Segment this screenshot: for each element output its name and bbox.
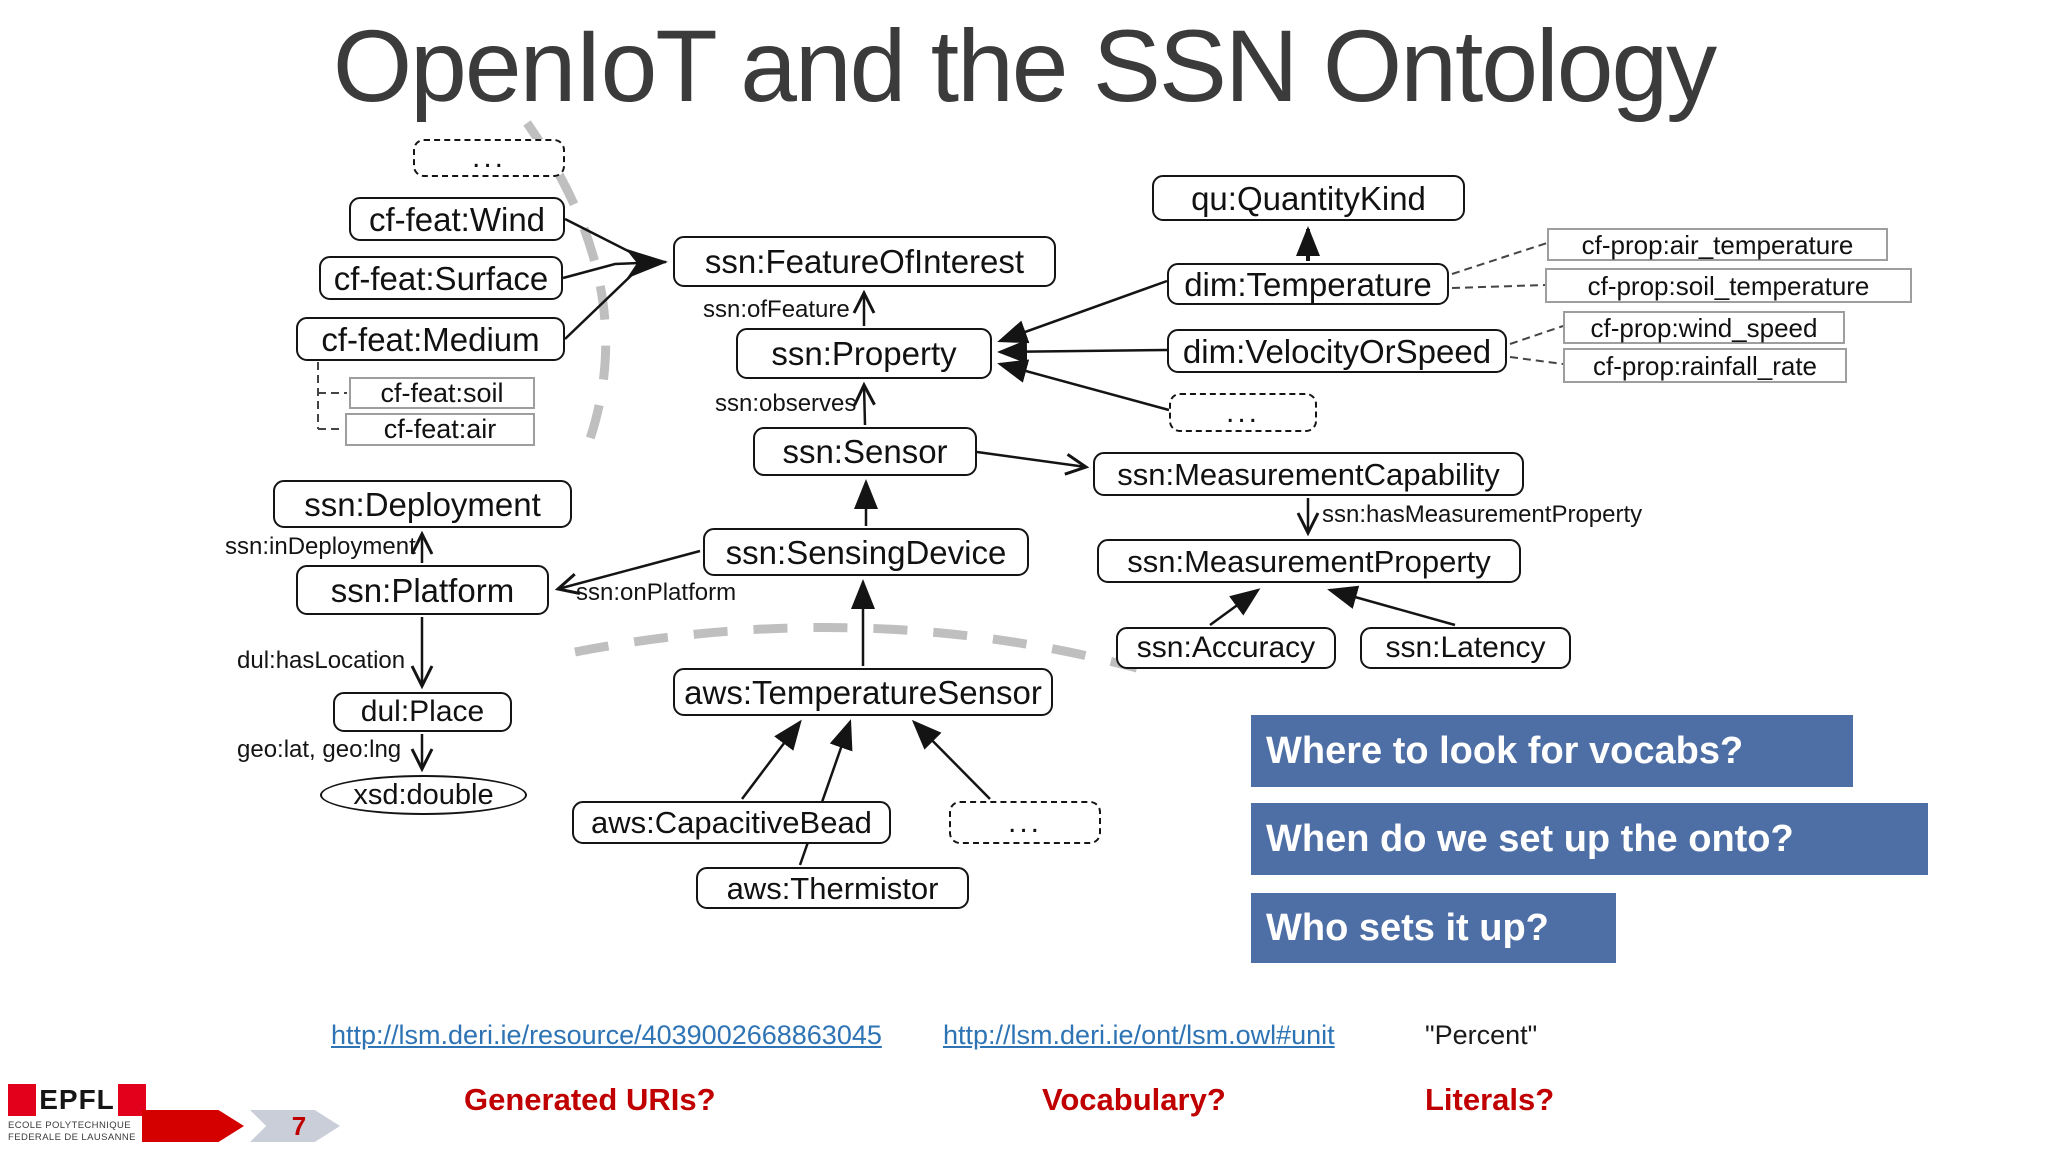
edge-temperature-soiltemp-dashed	[1451, 284, 1546, 289]
edge-label-haslocation: dul:hasLocation	[237, 647, 406, 674]
epfl-logo-line2: FEDERALE DE LAUSANNE	[8, 1131, 136, 1143]
node-ssn-sensor: ssn:Sensor	[753, 427, 977, 476]
gray-arc-left	[523, 120, 611, 460]
edge-velocity-rainfall-dashed	[1509, 356, 1564, 365]
epfl-logo-line1: ECOLE POLYTECHNIQUE	[8, 1120, 132, 1131]
node-qu-quantitykind: qu:QuantityKind	[1152, 175, 1465, 221]
node-dots-sensors: ...	[949, 801, 1101, 844]
edge-velocity-to-property	[997, 339, 1168, 364]
edge-label-hasmeasurementproperty: ssn:hasMeasurementProperty	[1322, 501, 1643, 528]
link-generated-uri[interactable]: http://lsm.deri.ie/resource/403900266886…	[331, 1020, 882, 1050]
gray-arc-bottom	[574, 623, 1139, 673]
epfl-logo-text: EPFL	[39, 1084, 115, 1115]
edge-velocity-windspeed-dashed	[1509, 325, 1564, 345]
epfl-logo-red-right	[117, 1084, 146, 1116]
edge-temperature-airtemp-dashed	[1451, 242, 1548, 275]
node-cf-prop-wind-speed: cf-prop:wind_speed	[1563, 311, 1845, 344]
edge-latency-to-measurementproperty	[1327, 585, 1456, 627]
node-ssn-property: ssn:Property	[736, 328, 992, 379]
edge-label-indeployment: ssn:inDeployment	[225, 533, 416, 560]
node-cf-prop-air-temperature: cf-prop:air_temperature	[1547, 228, 1888, 261]
node-dots-property: ...	[1169, 393, 1317, 432]
node-aws-temperaturesensor: aws:TemperatureSensor	[673, 668, 1053, 716]
node-ssn-sensingdevice: ssn:SensingDevice	[703, 528, 1029, 576]
edge-medium-to-foi	[564, 266, 641, 340]
node-ssn-accuracy: ssn:Accuracy	[1116, 627, 1336, 669]
node-ssn-featureofinterest: ssn:FeatureOfInterest	[673, 236, 1056, 287]
node-xsd-double: xsd:double	[320, 775, 527, 815]
epfl-logo-red-left	[8, 1084, 37, 1116]
epfl-logo-top: EPFL	[8, 1082, 146, 1118]
slide-title: OpenIoT and the SSN Ontology	[332, 9, 1717, 123]
node-cf-prop-rainfall-rate: cf-prop:rainfall_rate	[1563, 348, 1847, 383]
node-cf-feat-air: cf-feat:air	[345, 413, 535, 446]
edge-label-observes: ssn:observes	[715, 390, 857, 417]
node-cf-feat-surface: cf-feat:Surface	[319, 256, 563, 300]
node-cf-prop-soil-temperature: cf-prop:soil_temperature	[1545, 268, 1912, 303]
node-ssn-measurementproperty: ssn:MeasurementProperty	[1097, 539, 1521, 583]
node-dots-top: ...	[413, 139, 565, 177]
edge-label-geolatlng: geo:lat, geo:lng	[237, 736, 402, 763]
node-ssn-latency: ssn:Latency	[1360, 627, 1571, 669]
node-ssn-deployment: ssn:Deployment	[273, 480, 572, 528]
edge-capacitivebead-to-tempsensor	[741, 719, 802, 800]
edge-surface-to-foi	[562, 248, 668, 280]
epfl-logo-subtitle: ECOLE POLYTECHNIQUE FEDERALE DE LAUSANNE	[8, 1120, 146, 1144]
node-dim-temperature: dim:Temperature	[1167, 263, 1449, 305]
edge-accuracy-to-measurementproperty	[1209, 588, 1261, 627]
label-literals: Literals?	[1425, 1082, 1555, 1117]
node-aws-thermistor: aws:Thermistor	[696, 867, 969, 909]
edge-sensor-to-measurementcapability	[976, 450, 1086, 467]
edge-label-offeature: ssn:ofFeature	[703, 296, 850, 323]
label-generated-uris: Generated URIs?	[464, 1082, 716, 1117]
question-who-setup: Who sets it up?	[1251, 893, 1616, 963]
node-cf-feat-soil: cf-feat:soil	[349, 377, 535, 409]
node-dim-velocityorspeed: dim:VelocityOrSpeed	[1167, 329, 1507, 373]
edge-wind-to-foi	[564, 217, 641, 259]
node-cf-feat-medium: cf-feat:Medium	[296, 317, 565, 361]
edge-sensor-observes	[864, 385, 865, 426]
edge-dots-to-tempsensor	[911, 719, 991, 800]
page-number: 7	[291, 1110, 307, 1141]
edge-dots-to-property	[997, 359, 1170, 412]
edge-medium-soil-air-dashed	[317, 362, 347, 430]
node-aws-capacitivebead: aws:CapacitiveBead	[572, 801, 891, 844]
footer-red-arrow	[142, 1110, 244, 1142]
question-where-vocabs: Where to look for vocabs?	[1251, 715, 1853, 787]
question-when-setup: When do we set up the onto?	[1251, 803, 1928, 875]
edge-sensingdevice-onplatform	[558, 549, 701, 589]
node-ssn-platform: ssn:Platform	[296, 565, 549, 615]
label-vocabulary: Vocabulary?	[1042, 1082, 1226, 1117]
node-ssn-measurementcapability: ssn:MeasurementCapability	[1093, 452, 1524, 496]
epfl-logo: EPFL ECOLE POLYTECHNIQUE FEDERALE DE LAU…	[8, 1082, 146, 1144]
edge-temperature-to-property	[997, 279, 1168, 344]
edge-label-onplatform: ssn:onPlatform	[576, 579, 737, 606]
literal-percent: "Percent"	[1425, 1020, 1538, 1050]
node-dul-place: dul:Place	[333, 692, 512, 732]
link-vocabulary[interactable]: http://lsm.deri.ie/ont/lsm.owl#unit	[943, 1020, 1335, 1050]
node-cf-feat-wind: cf-feat:Wind	[349, 197, 565, 241]
